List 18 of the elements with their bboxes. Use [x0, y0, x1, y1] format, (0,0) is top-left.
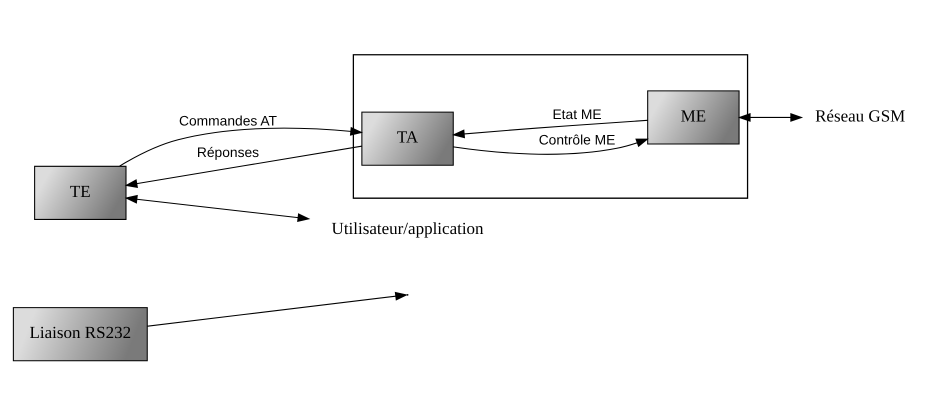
node-box: ME [646, 90, 740, 144]
node-text: Réseau GSM [814, 106, 905, 125]
arrow [737, 112, 803, 122]
cluster [352, 54, 748, 198]
node-box: Liaison RS232 [12, 306, 148, 361]
arrow [118, 126, 363, 166]
edge-label: Contrôle ME [538, 130, 615, 147]
arrow [147, 291, 408, 326]
arrow [451, 119, 648, 138]
arrow [124, 194, 310, 222]
edge-label: Réponses [196, 144, 259, 160]
node-box: TE [34, 165, 126, 220]
edge-label: Etat ME [552, 105, 602, 122]
node-box: TA [360, 111, 454, 166]
arrow [124, 145, 362, 188]
edge-label: Commandes AT [178, 112, 276, 128]
node-text: Utilisateur/application [331, 218, 484, 238]
arrow [452, 138, 648, 154]
